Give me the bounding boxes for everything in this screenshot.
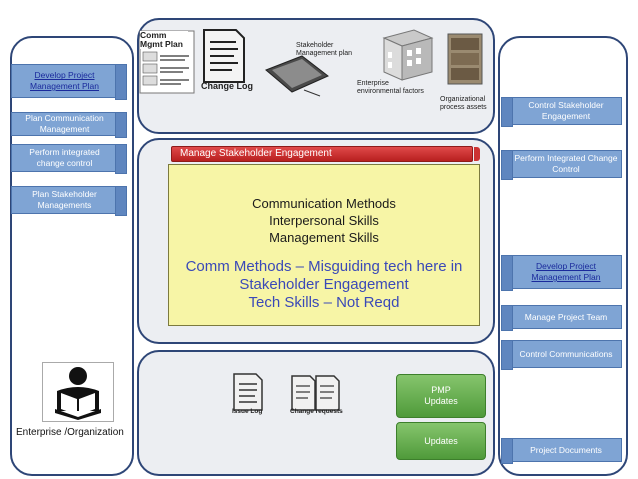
left-tag-perform-icc[interactable]: Perform integrated change control [11, 144, 127, 174]
tool-note-line: Tech Skills – Not Reqd [248, 294, 400, 311]
tool-line: Interpersonal Skills [269, 213, 379, 228]
left-tag-develop-pmp[interactable]: Develop Project Management Plan [11, 64, 127, 100]
bookshelf-icon [447, 33, 483, 85]
right-tag-develop-pmp[interactable]: Develop Project Management Plan [501, 255, 622, 291]
issue-log-label: Issue Log [232, 408, 263, 415]
change-requests-icon [291, 375, 340, 411]
left-tag-plan-comm-mgmt[interactable]: Plan Communication Management [11, 112, 127, 138]
change-log-label: Change Log [201, 81, 253, 91]
tool-note-line: Stakeholder Engagement [239, 276, 409, 293]
reader-icon [55, 367, 101, 420]
right-tag-perform-icc[interactable]: Perform Integrated Change Control [501, 150, 622, 180]
updates-box: Updates [396, 422, 486, 460]
org-assets-label: Organizational process assets [440, 96, 487, 111]
issue-log-icon [233, 373, 263, 411]
right-tag-control-comm[interactable]: Control Communications [501, 340, 622, 370]
pmp-updates-box: PMP Updates [396, 374, 486, 418]
change-requests-item [288, 372, 344, 420]
tool-line: Management Skills [269, 230, 379, 245]
process-title-bar: Manage Stakeholder Engagement [171, 146, 480, 162]
stakeholder-plan-label: Stakeholder Management plan [296, 42, 353, 57]
change-log-doc [198, 28, 248, 88]
stakeholder-plan-item [258, 40, 338, 100]
comm-plan-label: Comm Mgmt Plan [140, 31, 188, 49]
right-tag-manage-team[interactable]: Manage Project Team [501, 305, 622, 331]
left-tag-plan-stakeholder[interactable]: Plan Stakeholder Managements [11, 186, 127, 216]
pmp-updates-label: PMP Updates [424, 385, 458, 406]
updates-label: Updates [424, 435, 458, 446]
tools-techniques-box: Communication Methods Interpersonal Skil… [168, 164, 480, 326]
enterprise-factors-label: Enterprise environmental factors [357, 80, 424, 95]
right-tag-control-stakeholder[interactable]: Control Stakeholder Engagement [501, 97, 622, 127]
right-tag-project-docs[interactable]: Project Documents [501, 438, 622, 464]
building-icon [382, 29, 434, 81]
change-log-icon [203, 29, 245, 83]
enterprise-label: Enterprise /Organization [16, 427, 124, 438]
laptop-icon [265, 55, 329, 97]
tool-line: Communication Methods [252, 196, 396, 211]
issue-log-item [230, 372, 266, 416]
enterprise-icon-box [42, 362, 114, 422]
org-assets-item [446, 32, 486, 86]
change-requests-label: Change requests [290, 408, 343, 415]
enterprise-factors-item [376, 28, 436, 82]
tool-note-line: Comm Methods – Misguiding tech here in [185, 258, 463, 275]
